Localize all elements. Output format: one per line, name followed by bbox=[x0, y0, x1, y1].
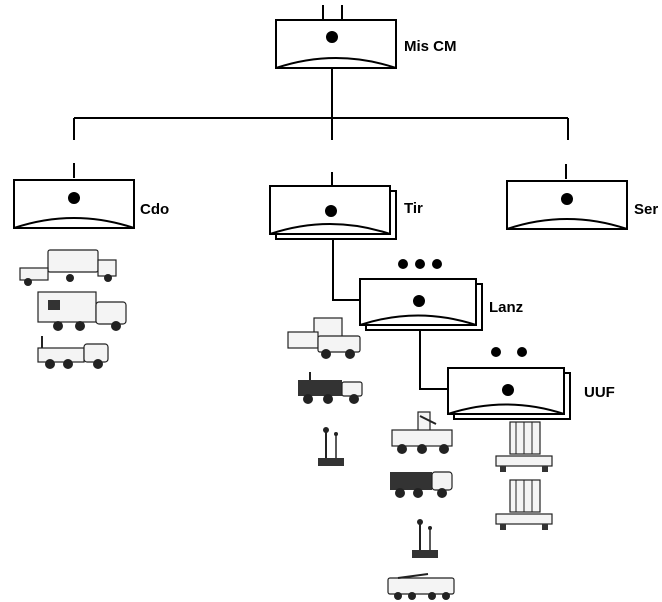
unit-dot bbox=[502, 384, 514, 396]
reload-truck-icon bbox=[387, 573, 455, 600]
unit-mis-cm: Mis CM bbox=[275, 19, 457, 69]
launcher-truck-icon bbox=[391, 411, 453, 454]
unit-label-uuf: UUF bbox=[584, 384, 615, 401]
antenna-mast-icon bbox=[318, 427, 344, 466]
echelon-dot bbox=[432, 259, 442, 269]
unit-label-lanz: Lanz bbox=[489, 299, 523, 316]
generator-truck-icon bbox=[298, 372, 363, 404]
unit-uuf: UUF bbox=[447, 347, 615, 420]
unit-label-mis-cm: Mis CM bbox=[404, 38, 457, 55]
echelon-dot bbox=[415, 259, 425, 269]
antenna-truck-icon bbox=[37, 336, 109, 369]
unit-dot bbox=[326, 31, 338, 43]
echelon-dot bbox=[398, 259, 408, 269]
unit-label-tir: Tir bbox=[404, 200, 423, 217]
antenna-mast-icon bbox=[412, 519, 438, 558]
unit-dot bbox=[325, 205, 337, 217]
radar-truck-icon bbox=[287, 317, 361, 359]
echelon-dot bbox=[491, 347, 501, 357]
echelon-dot bbox=[517, 347, 527, 357]
unit-cdo: Cdo bbox=[13, 179, 169, 229]
unit-label-ser: Ser bbox=[634, 201, 658, 218]
unit-dot bbox=[68, 192, 80, 204]
unit-tir: Tir bbox=[269, 185, 423, 240]
connector-lines bbox=[73, 5, 569, 390]
missile-launcher-icon bbox=[495, 479, 553, 530]
unit-label-cdo: Cdo bbox=[140, 201, 169, 218]
shelter-truck-icon bbox=[37, 291, 127, 331]
transport-truck-icon bbox=[390, 471, 453, 498]
unit-dot bbox=[561, 193, 573, 205]
unit-dot bbox=[413, 295, 425, 307]
command-trailer-truck-icon bbox=[19, 249, 117, 286]
unit-ser: Ser bbox=[506, 180, 658, 230]
unit-lanz: Lanz bbox=[359, 259, 523, 331]
missile-launcher-icon bbox=[495, 421, 553, 472]
